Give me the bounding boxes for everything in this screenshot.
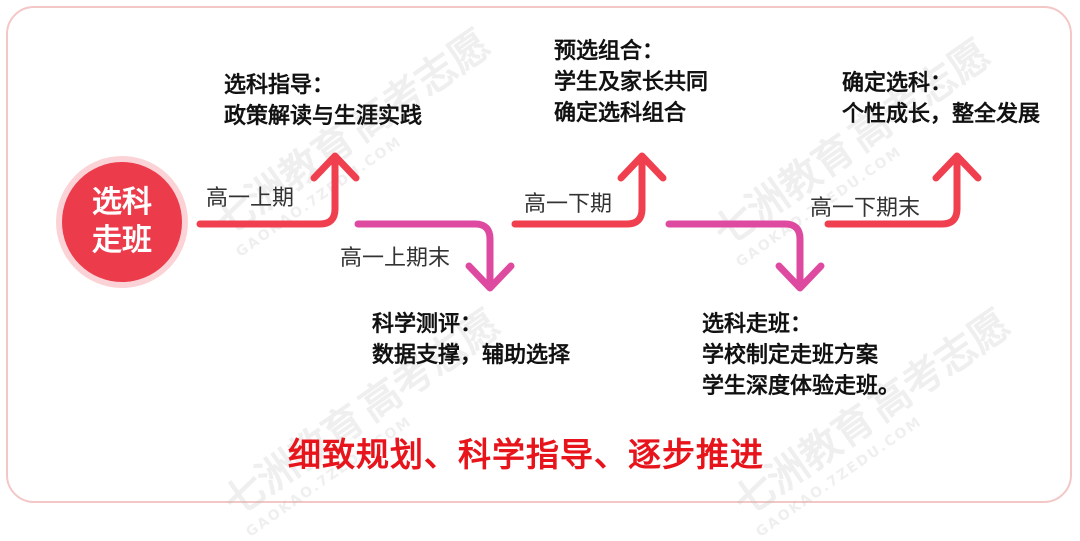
period-label-2: 高一上期末	[340, 246, 451, 271]
arrow-down-2	[665, 220, 804, 290]
note-assessment: 科学测评： 数据支撑，辅助选择	[372, 312, 571, 368]
circle-label-1: 选科	[92, 185, 152, 220]
arrowhead-up-1	[310, 152, 360, 182]
note-final-selection: 确定选科： 个性成长，整全发展	[842, 71, 1041, 127]
arrowhead-up-3	[932, 152, 982, 182]
period-label-4: 高一下期末	[810, 196, 921, 221]
arrow-up-1	[196, 154, 339, 228]
arrow-down-1	[354, 220, 494, 290]
arrowhead-down-1	[465, 262, 515, 292]
period-label-1: 高一上期	[206, 186, 295, 211]
note-preselection: 预选组合： 学生及家长共同 确定选科组合	[554, 39, 709, 126]
start-circle: 选科 走班	[62, 162, 182, 282]
arrowhead-down-2	[775, 262, 825, 292]
slogan: 细致规划、科学指导、逐步推进	[288, 435, 764, 474]
note-guidance: 选科指导： 政策解读与生涯实践	[224, 73, 423, 129]
period-label-3: 高一下期	[524, 192, 613, 217]
flow-arrows	[196, 152, 982, 292]
diagram-frame	[6, 6, 1072, 503]
note-class-rotation: 选科走班： 学校制定走班方案 学生深度体验走班。	[702, 312, 901, 399]
circle-label-2: 走班	[92, 223, 152, 258]
arrow-up-2	[511, 154, 646, 228]
arrow-up-3	[824, 154, 961, 228]
arrowhead-up-2	[617, 152, 667, 182]
